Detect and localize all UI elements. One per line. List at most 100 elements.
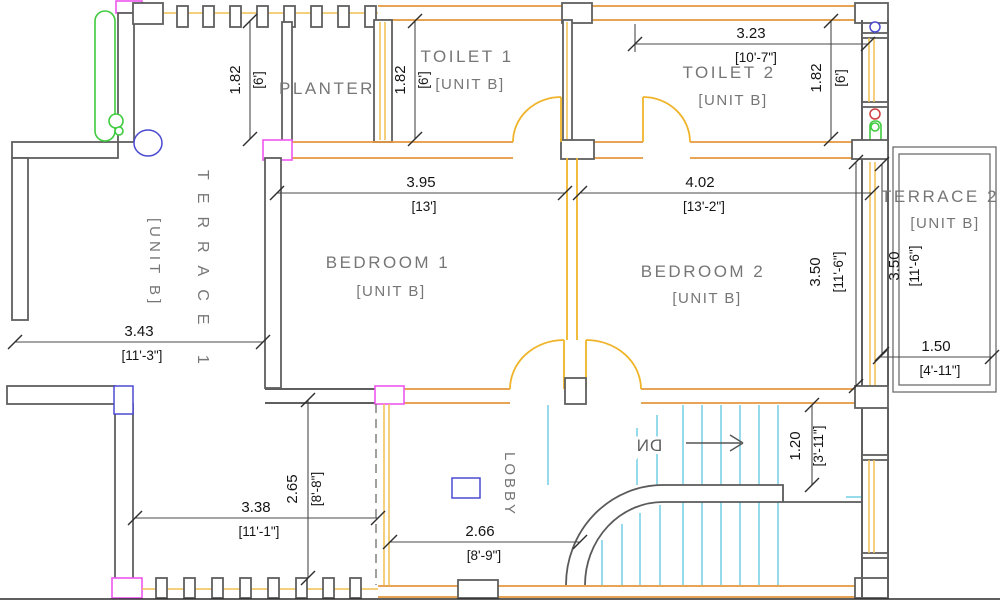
door-swing-arc: [512, 96, 562, 143]
dim-text: 4.02: [685, 174, 714, 191]
column: [854, 385, 889, 409]
column: [561, 2, 593, 24]
room-labels: PLANTER TOILET 1 [UNIT B] TOILET 2 [UNIT…: [146, 47, 999, 517]
dim-text: [6']: [251, 71, 266, 89]
right-wall-toilet-row: [861, 20, 889, 160]
room-label-bedroom1: BEDROOM 1: [326, 253, 451, 272]
terrace2-outline: [892, 146, 997, 393]
railing-post: [310, 5, 323, 28]
room-label-toilet1: TOILET 1: [420, 47, 513, 66]
lobby-blue-box-icon: [451, 477, 481, 499]
door-swing-arc: [509, 339, 565, 390]
column: [854, 577, 889, 599]
red-marker-icon: [869, 108, 881, 120]
bottom-left-magenta-column: [111, 577, 143, 599]
room-label-lobby: LOBBY: [501, 452, 518, 517]
dim-text: 1.82: [808, 63, 825, 92]
railing-post: [155, 577, 168, 599]
door-handle-icon: [114, 126, 124, 136]
dim-text: [10'-7"]: [735, 50, 777, 65]
railing-post: [295, 577, 308, 599]
dim-text: [11'-1"]: [239, 524, 280, 539]
room-label-terrace2: TERRACE 2: [881, 187, 999, 206]
left-jog-wall: [11, 141, 119, 159]
planter-window-frame: [373, 19, 393, 143]
room-label-bedroom2: BEDROOM 2: [641, 262, 766, 281]
dim-text: [11'-6"]: [831, 252, 846, 293]
railing-post: [176, 5, 189, 28]
dim-text: [6']: [833, 69, 848, 87]
dimension-annotations: 1.82 [6'] 1.82 [6'] 3.23 [10'-7"] 1.82 […: [7, 13, 1000, 586]
dim-text: 3.23: [736, 25, 765, 42]
dim-text: 3.95: [406, 174, 435, 191]
terrace1-top-railing: [132, 2, 378, 28]
window-jamb: [861, 454, 889, 461]
dim-text: 3.38: [241, 499, 270, 516]
blue-marker-icon: [869, 21, 881, 33]
door-swing-arc: [642, 96, 691, 143]
stair-treads-upper: [547, 405, 779, 485]
room-unit-label: [UNIT B]: [698, 92, 767, 109]
room-label-planter: PLANTER: [279, 79, 375, 98]
railing-post: [239, 577, 252, 599]
planter-walls: [281, 19, 393, 143]
door-leaf-green: [94, 10, 116, 142]
column: [560, 139, 595, 160]
dim-text: [8'-8"]: [309, 472, 324, 506]
dim-text: 3.50: [886, 251, 903, 280]
terrace1-bottom-railing: [142, 577, 378, 599]
column: [851, 139, 889, 160]
railing-post: [364, 5, 377, 28]
magenta-column: [262, 139, 293, 161]
left-lower-horizontal-wall: [6, 385, 116, 405]
room-label-terrace1: TERRACE 1: [194, 170, 211, 377]
dim-text: 2.65: [284, 474, 301, 503]
dim-text: 3.43: [124, 323, 153, 340]
room-unit-label: [UNIT B]: [356, 283, 425, 300]
window-jamb: [861, 552, 889, 559]
door-swing-arc: [585, 339, 642, 390]
lobby-walls: [375, 404, 481, 585]
bedroom-double-door-icon: [509, 339, 642, 405]
railing-post: [337, 5, 350, 28]
left-lower-vertical-wall: [114, 403, 134, 581]
middle-wall: [262, 139, 889, 161]
round-column-icon: [133, 129, 163, 157]
left-exterior-walls: [6, 0, 163, 599]
room-unit-label: [UNIT B]: [910, 215, 979, 232]
dim-text: [8'-9"]: [467, 548, 501, 563]
dim-text: 3.50: [807, 257, 824, 286]
railing-post: [211, 577, 224, 599]
room-unit-label: [UNIT B]: [672, 290, 741, 307]
dim-text: [11'-6"]: [907, 246, 922, 287]
stair-treads-lower: [601, 496, 861, 585]
left-upper-wall: [117, 12, 135, 143]
left-sliding-door-icon: [94, 10, 124, 142]
room-unit-label: [UNIT B]: [146, 218, 163, 307]
dim-text: [4'-11"]: [920, 363, 961, 378]
dim-text: [3'-11"]: [811, 426, 826, 467]
room-label-toilet2: TOILET 2: [682, 63, 775, 82]
dim-text: [13'-2"]: [683, 199, 725, 214]
dim-text: 2.66: [465, 523, 494, 540]
dim-text: 1.82: [392, 65, 409, 94]
railing-post: [322, 577, 335, 599]
door-handle-icon: [108, 113, 124, 129]
center-column: [564, 377, 587, 405]
column: [457, 579, 499, 599]
window-jamb: [861, 101, 889, 108]
toilet1-swing-door-icon: [512, 96, 562, 143]
toilet2-swing-door-icon: [642, 96, 691, 143]
dim-text: [6']: [416, 71, 431, 89]
left-outer-wall: [11, 157, 29, 321]
door-handle-icon: [870, 122, 880, 132]
dim-text: [13']: [411, 199, 436, 214]
toilet-divider-wall: [562, 19, 573, 143]
railing-post: [229, 5, 242, 28]
blue-column: [113, 385, 134, 415]
top-wall: [378, 2, 889, 24]
dim-text: 1.82: [227, 65, 244, 94]
stairwell: DN: [547, 405, 889, 598]
